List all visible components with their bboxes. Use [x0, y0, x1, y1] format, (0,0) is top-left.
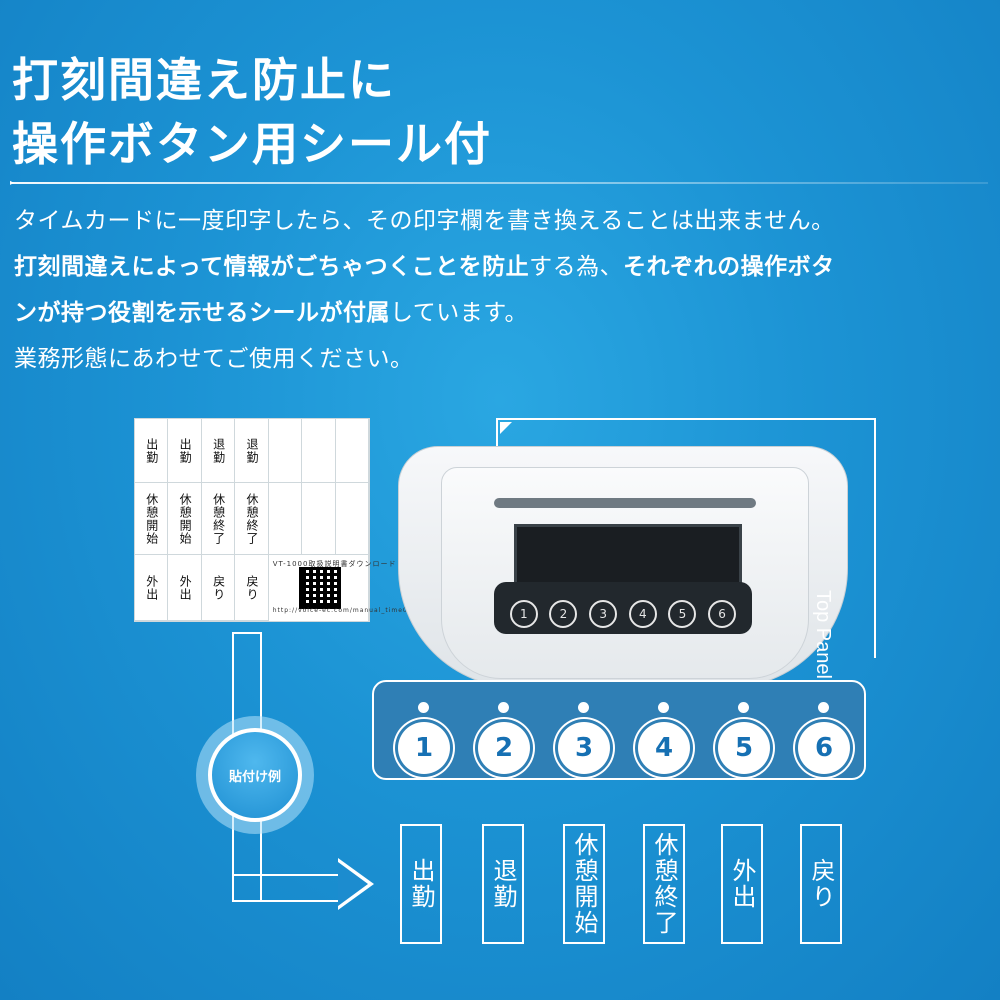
panel-button-6[interactable]: 6 [798, 722, 850, 774]
title-line-1: 打刻間違え防止に [12, 53, 396, 107]
button-label-5: 外出 [721, 824, 763, 944]
connector-line-horizontal [232, 874, 342, 902]
example-badge: 貼付け例 [208, 728, 302, 822]
bracket-corner-icon [500, 422, 512, 434]
sticker-cell-empty [335, 419, 369, 483]
sticker-cell: 休憩開始 [135, 483, 169, 555]
sticker-cell-empty [268, 419, 303, 483]
sticker-cell: 戻り [235, 555, 269, 621]
title-divider [12, 182, 988, 184]
description-text-2: しています。 [390, 300, 529, 326]
qr-code-area: VT-1000取扱説明書ダウンロード http://voice-ec.com/m… [269, 555, 415, 621]
led-indicator [498, 702, 509, 713]
led-indicator [418, 702, 429, 713]
device-front: 1 2 3 4 5 6 [441, 467, 809, 679]
sticker-cell: 休憩終了 [201, 483, 236, 555]
sticker-cell: 退勤 [201, 419, 236, 483]
sticker-cell: 退勤 [235, 419, 269, 483]
sticker-cell-empty [335, 483, 369, 555]
description-emphasis-3: ンが持つ役割を示せるシールが付属 [14, 300, 390, 326]
description-emphasis-2: それぞれの操作ボタ [623, 254, 835, 280]
sticker-cell: 外出 [168, 555, 202, 621]
description-line-2: 打刻間違えによって情報がごちゃつくことを防止する為、それぞれの操作ボタ [14, 244, 994, 290]
qr-url: http://voice-ec.com/manual_time02/ [272, 607, 416, 614]
sticker-cell-empty [268, 483, 303, 555]
sticker-cell: 休憩終了 [235, 483, 269, 555]
sticker-cell: 出勤 [168, 419, 202, 483]
led-indicator [658, 702, 669, 713]
device-key[interactable]: 1 [509, 600, 538, 628]
description-text: する為、 [529, 254, 624, 280]
panel-button-4[interactable]: 4 [638, 722, 690, 774]
sticker-cell: 外出 [135, 555, 169, 621]
page-title: 打刻間違え防止に 操作ボタン用シール付 [12, 48, 492, 176]
sticker-cell: 休憩開始 [168, 483, 202, 555]
title-line-2: 操作ボタン用シール付 [12, 117, 492, 171]
button-label-4: 休憩終了 [643, 824, 685, 944]
device-key[interactable]: 5 [668, 600, 697, 628]
panel-button-5[interactable]: 5 [718, 722, 770, 774]
badge-label: 貼付け例 [228, 769, 281, 785]
description: タイムカードに一度印字したら、その印字欄を書き換えることは出来ません。 打刻間違… [14, 198, 994, 382]
card-slot [494, 498, 756, 508]
description-emphasis-1: 打刻間違えによって情報がごちゃつくことを防止 [14, 254, 530, 280]
device-key[interactable]: 4 [628, 600, 657, 628]
led-indicator [578, 702, 589, 713]
button-label-2: 退勤 [482, 824, 524, 944]
device-key[interactable]: 2 [549, 600, 578, 628]
device-keypad: 1 2 3 4 5 6 [494, 582, 752, 634]
arrow-right-inner [338, 862, 368, 906]
sticker-cell-empty [302, 419, 336, 483]
button-label-6: 戻り [800, 824, 842, 944]
qr-title: VT-1000取扱説明書ダウンロード [272, 560, 397, 568]
sticker-cell-empty [302, 483, 336, 555]
led-indicator [738, 702, 749, 713]
device-display [514, 524, 742, 592]
panel-button-1[interactable]: 1 [398, 722, 450, 774]
description-line-4: 業務形態にあわせてご使用ください。 [14, 346, 414, 372]
led-indicator [818, 702, 829, 713]
description-line-3: ンが持つ役割を示せるシールが付属しています。 [14, 290, 994, 336]
sticker-cell: 出勤 [135, 419, 169, 483]
top-panel-label: Top Panel [812, 590, 834, 679]
button-panel-closeup: 1 2 3 4 5 6 [372, 680, 866, 780]
panel-button-2[interactable]: 2 [478, 722, 530, 774]
button-label-1: 出勤 [400, 824, 442, 944]
description-line-1: タイムカードに一度印字したら、その印字欄を書き換えることは出来ません。 [14, 208, 835, 234]
panel-button-3[interactable]: 3 [558, 722, 610, 774]
time-recorder-device: 1 2 3 4 5 6 [398, 446, 848, 688]
sticker-cell: 戻り [201, 555, 236, 621]
button-label-3: 休憩開始 [563, 824, 605, 944]
sticker-sheet: 出勤 出勤 退勤 退勤 休憩開始 休憩開始 休憩終了 休憩終了 外出 外出 戻り… [134, 418, 415, 622]
qr-code-icon [298, 567, 341, 609]
device-key[interactable]: 3 [589, 600, 618, 628]
device-key[interactable]: 6 [708, 600, 737, 628]
